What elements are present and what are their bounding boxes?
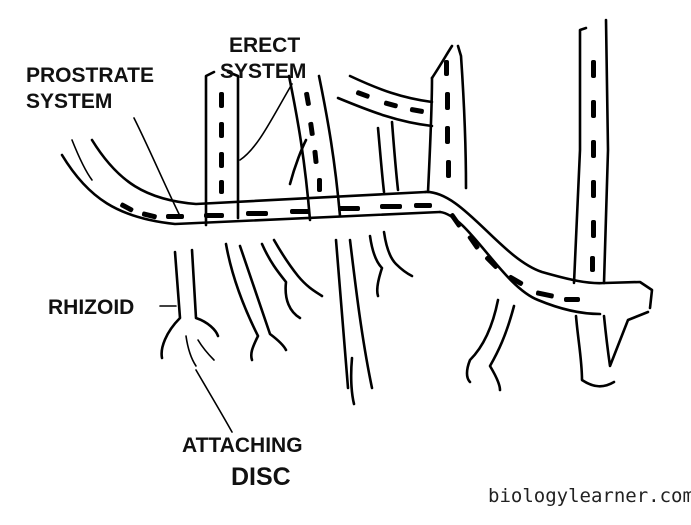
attaching-disc-label-line2: DISC <box>231 463 291 491</box>
erect-filament-left <box>204 70 240 227</box>
erect-label-line1: ERECT <box>229 34 300 57</box>
erect-label-line2: SYSTEM <box>220 60 306 83</box>
attaching-disc-label-line1: ATTACHING <box>182 434 303 457</box>
erect-filament-center-tall <box>336 44 468 194</box>
erect-filament-right <box>572 18 610 285</box>
site-watermark: biologylearner.com <box>488 485 691 507</box>
pointer-lines <box>133 83 293 433</box>
prostrate-label-line2: SYSTEM <box>26 90 112 113</box>
prostrate-pointer <box>133 117 181 217</box>
prostrate-filament <box>60 138 606 316</box>
erect-filament-middle <box>287 74 342 222</box>
labels: ERECT SYSTEM PROSTRATE SYSTEM RHIZOID AT… <box>26 34 306 491</box>
erect-pointer <box>239 83 293 161</box>
attaching-disc-pointer <box>195 369 233 433</box>
prostrate-label-line1: PROSTRATE <box>26 64 154 87</box>
cell-dashes <box>120 60 596 302</box>
rhizoid-label: RHIZOID <box>48 296 134 319</box>
rhizoids <box>160 120 654 406</box>
